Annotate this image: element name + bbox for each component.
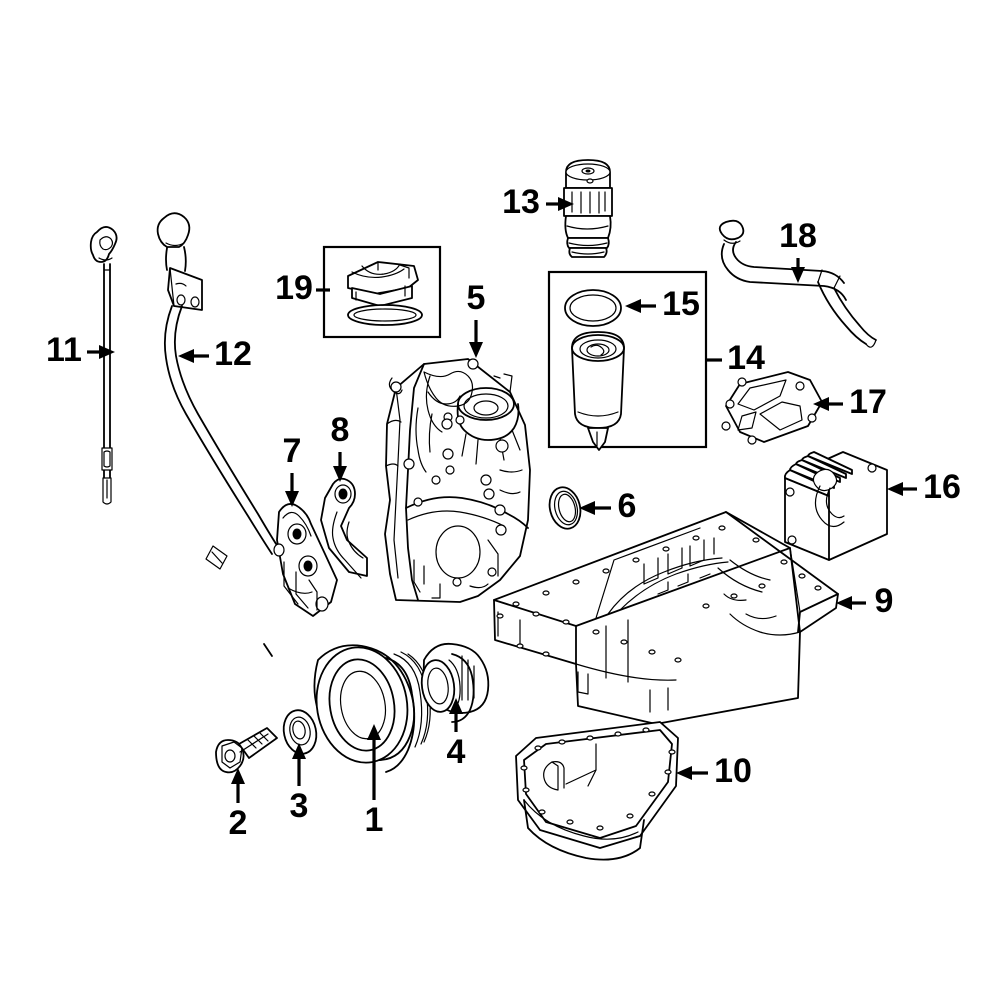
part-lower-oil-pan — [515, 721, 679, 861]
callout-number-4: 4 — [447, 733, 466, 771]
part-crankshaft-front-seal — [548, 486, 582, 530]
part-oil-return-line-hose — [718, 219, 877, 348]
part-tensioner-arm-bracket — [320, 477, 368, 579]
callout-number-16: 16 — [923, 468, 961, 506]
callout-number-2: 2 — [229, 804, 248, 842]
callout-number-11: 11 — [46, 331, 82, 369]
callout-leaders — [87, 197, 917, 803]
callout-number-3: 3 — [290, 787, 309, 825]
part-crankshaft-pulley-damper — [313, 644, 431, 773]
part-engine-oil-cooler — [783, 451, 888, 561]
part-crankshaft-hub-sprocket — [420, 642, 490, 723]
part-engine-mount-bracket — [273, 503, 338, 617]
part-oil-filter-o-ring-seal — [564, 289, 622, 327]
part-oil-filler-cap-and-seal — [347, 261, 423, 326]
callout-number-10: 10 — [714, 752, 752, 790]
callout-number-9: 9 — [875, 582, 894, 620]
group-box-oil-filler-cap — [322, 245, 442, 339]
callout-number-12: 12 — [214, 335, 252, 373]
part-oil-filter-cap-housing — [563, 159, 613, 258]
callout-number-8: 8 — [331, 411, 350, 449]
callout-number-14: 14 — [727, 339, 765, 377]
part-oil-filter-element — [571, 331, 625, 451]
part-pulley-washer — [282, 709, 318, 755]
callout-number-6: 6 — [618, 487, 637, 525]
callout-number-18: 18 — [779, 217, 817, 255]
callout-number-13: 13 — [502, 183, 540, 221]
callout-number-5: 5 — [467, 279, 486, 317]
callout-number-17: 17 — [849, 383, 887, 421]
callout-number-19: 19 — [275, 269, 313, 307]
part-oil-level-dipstick — [89, 226, 118, 505]
callout-number-1: 1 — [365, 801, 384, 839]
callout-numbers: 1 2 3 4 5 6 7 8 9 10 11 12 13 14 15 16 1… — [46, 183, 961, 842]
part-upper-oil-pan — [493, 511, 839, 725]
part-timing-cover-front-housing — [384, 358, 531, 603]
part-oil-cooler-gasket — [721, 371, 823, 445]
part-crankshaft-pulley-bolt — [215, 727, 278, 774]
part-dipstick-guide-tube — [156, 212, 281, 657]
callout-number-7: 7 — [283, 432, 302, 470]
callout-number-15: 15 — [662, 285, 700, 323]
